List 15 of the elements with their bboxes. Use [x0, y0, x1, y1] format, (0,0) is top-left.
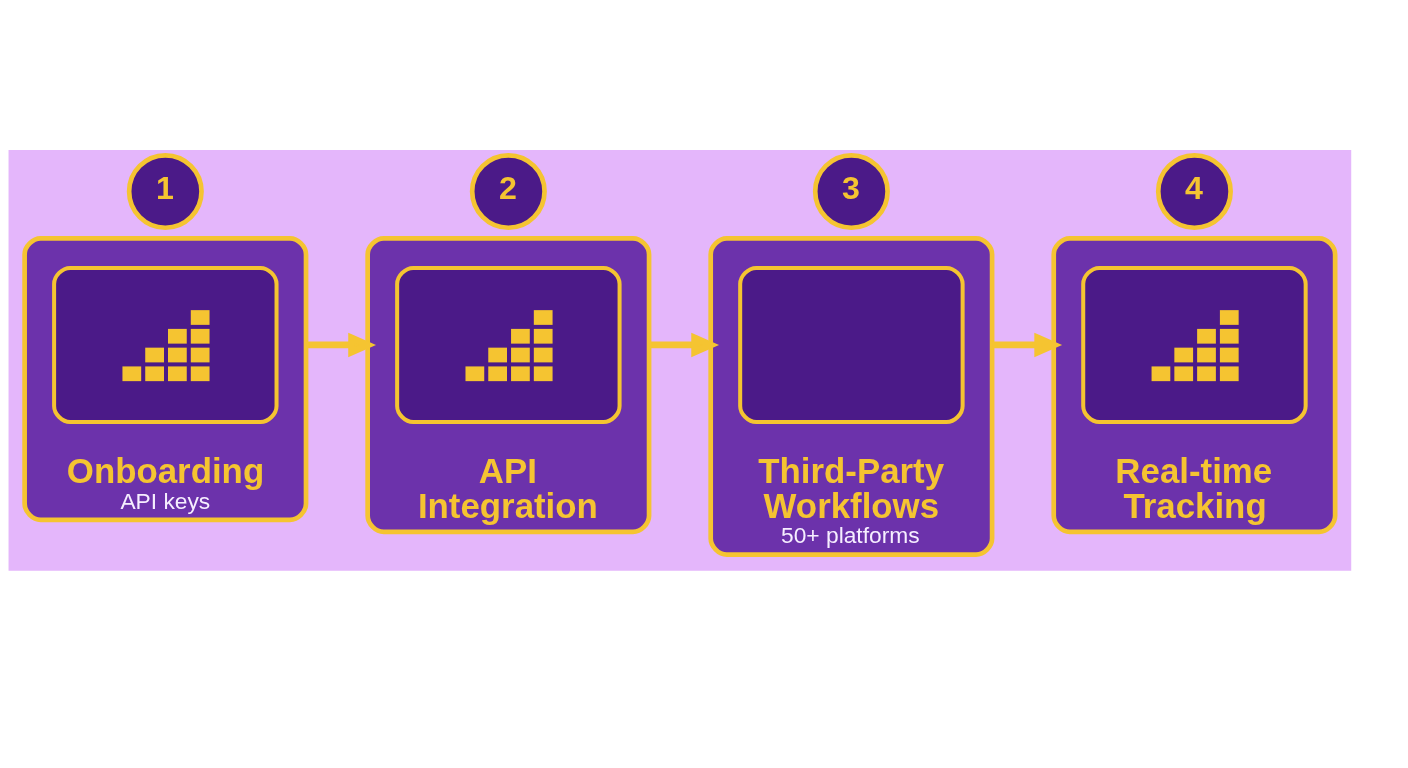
node-picture — [395, 265, 622, 424]
node-picture — [52, 265, 279, 424]
node-circle: 4 — [1155, 152, 1233, 230]
node-circle: 1 — [126, 152, 204, 230]
arrow — [649, 332, 720, 357]
cluster: Onboarding API keys — [22, 235, 309, 522]
node-circle: 3 — [812, 152, 890, 230]
node-circle: 2 — [469, 152, 547, 230]
node-picture — [1081, 265, 1308, 424]
node-box — [738, 265, 965, 424]
cluster: API Integration — [365, 235, 652, 534]
arrow — [306, 332, 376, 357]
cluster: Real-time Tracking — [1051, 235, 1338, 534]
arrow — [992, 332, 1063, 357]
cluster: Third-Party Workflows 50+ platforms — [708, 235, 995, 557]
